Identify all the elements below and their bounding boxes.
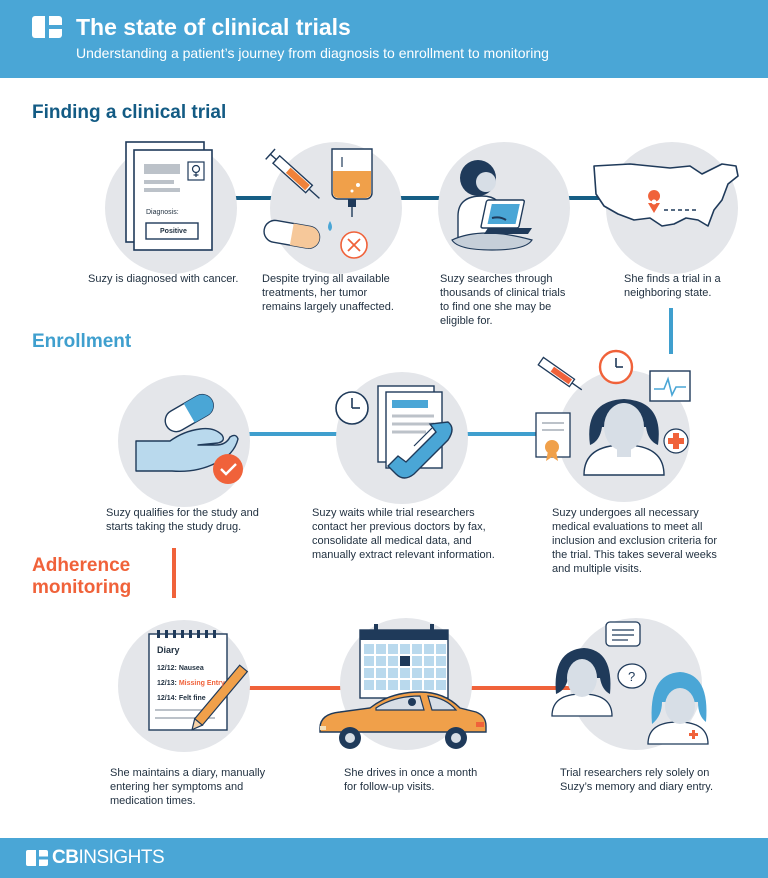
treatments-icon xyxy=(263,148,373,259)
diary-entry-date: 12/13: xyxy=(157,680,177,687)
step-caption-searches: Suzy searches through thousands of clini… xyxy=(440,273,566,327)
connector-row1 xyxy=(150,196,680,200)
car-icon xyxy=(319,691,487,749)
page-subtitle: Understanding a patient’s journey from d… xyxy=(76,45,549,61)
medical-evaluation-icon xyxy=(535,349,691,476)
diary-entry: 12/12: Nausea xyxy=(157,664,204,673)
connector-row1-down xyxy=(669,308,673,354)
step-caption-evaluations: Suzy undergoes all necessary medical eva… xyxy=(552,507,718,575)
step-caption-waits: Suzy waits while trial researchers conta… xyxy=(312,507,495,561)
section-title-adherence: Adherence monitoring xyxy=(32,555,132,598)
diary-entry-date: 12/12: xyxy=(157,665,177,672)
diagnosis-document-icon xyxy=(125,141,213,251)
diary-entry-date: 12/14: xyxy=(157,695,177,702)
brand-bold: CB xyxy=(52,847,79,868)
calendar-icon xyxy=(359,624,449,699)
diary-entry-text: Nausea xyxy=(178,665,204,672)
diagnosis-value: Positive xyxy=(160,228,187,235)
step-caption-drives: She drives in once a month for follow-up… xyxy=(344,767,478,793)
diary-entry-missing-text: Missing Entry xyxy=(178,680,225,687)
step-caption-diary: She maintains a diary, manually entering… xyxy=(110,767,266,807)
us-map-icon xyxy=(593,163,739,227)
header-banner: The state of clinical trials Understandi… xyxy=(0,0,768,78)
fax-phone-icon xyxy=(335,385,453,479)
person-laptop-icon xyxy=(451,160,533,251)
diary-entry: 12/14: Felt fine xyxy=(157,694,206,703)
footer-brand: CBINSIGHTS xyxy=(52,847,165,869)
cb-logo-icon xyxy=(32,16,62,38)
cb-logo-icon xyxy=(26,850,48,866)
section-title-enrollment: Enrollment xyxy=(32,331,132,352)
step-caption-relies: Trial researchers rely solely on Suzy’s … xyxy=(560,767,714,793)
hand-pill-icon xyxy=(135,393,243,484)
diary-title: Diary xyxy=(157,645,180,655)
step-caption-treatments: Despite trying all available treatments,… xyxy=(262,273,394,313)
svg-text:?: ? xyxy=(628,669,635,684)
diary-entry-text: Felt fine xyxy=(178,695,206,702)
page-title: The state of clinical trials xyxy=(76,14,351,40)
step-caption-qualifies: Suzy qualifies for the study and starts … xyxy=(106,507,259,533)
section-title-finding: Finding a clinical trial xyxy=(32,102,227,123)
diary-entry: 12/13: Missing Entry xyxy=(157,679,225,688)
brand-rest: INSIGHTS xyxy=(78,847,165,868)
footer-banner: CBINSIGHTS xyxy=(0,838,768,878)
connector-row2-down xyxy=(172,548,176,598)
step-caption-finds: She finds a trial in a neighboring state… xyxy=(624,273,721,299)
diary-notepad-icon xyxy=(148,630,249,731)
researchers-conversation-icon: ? xyxy=(551,621,709,745)
diagnosis-label: Diagnosis: xyxy=(146,209,179,216)
step-caption-diagnosed: Suzy is diagnosed with cancer. xyxy=(88,273,239,285)
